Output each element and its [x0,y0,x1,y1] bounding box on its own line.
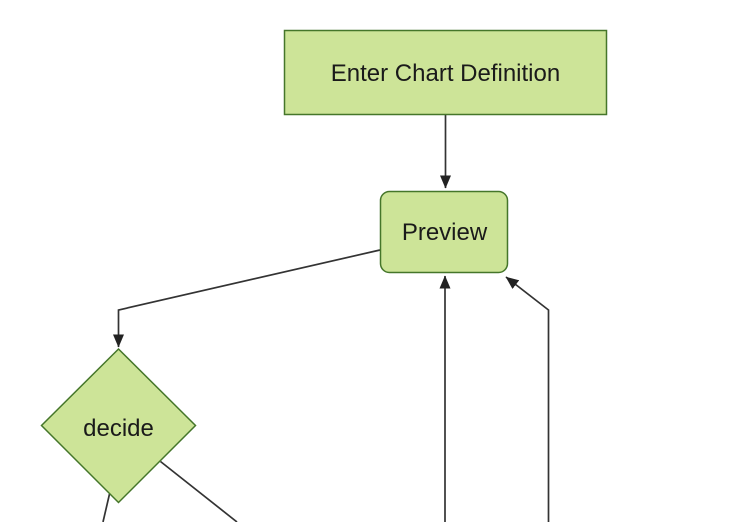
enter-chart-definition-shape [283,29,608,116]
decide-shape [40,347,197,504]
edge-decide-to-offscreen-bottom-right [159,460,238,522]
edge-preview-to-decide [113,249,381,348]
enter-chart-definition-label: Enter Chart Definition [331,60,560,87]
preview-shape [379,190,509,274]
preview-label: Preview [402,219,488,246]
decide-label: decide [83,415,154,442]
edge-decide-to-offscreen-bottom-left [102,493,111,522]
node-decide: decide [40,347,197,504]
node-enter-chart-definition: Enter Chart Definition [283,29,608,116]
node-preview: Preview [379,190,509,274]
edge-offscreen-bottom-right-to-preview [505,276,550,522]
edge-layer [102,115,550,522]
